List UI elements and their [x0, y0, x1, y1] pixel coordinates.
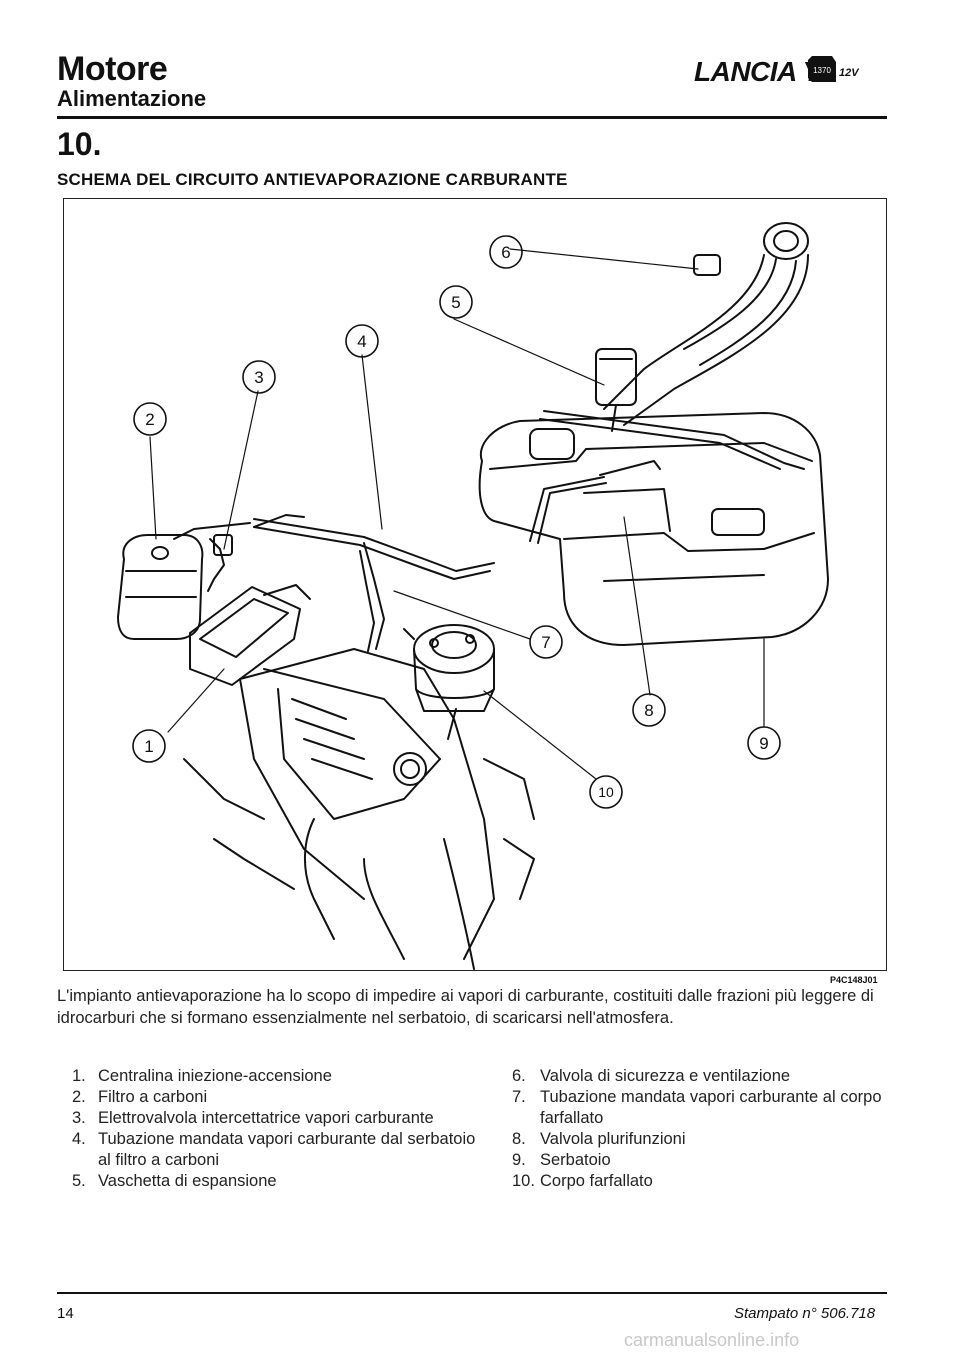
legend-item-number: 7. [512, 1088, 526, 1106]
logo-badge: 1370 [813, 66, 831, 75]
callout-1: 1 [132, 729, 166, 763]
legend-item: 3. Elettrovalvola intercettatrice vapori … [72, 1108, 492, 1129]
svg-text:2: 2 [145, 410, 154, 429]
section-number: 10. [57, 126, 102, 162]
figure-code: P4C148J01 [830, 975, 878, 985]
svg-text:3: 3 [254, 368, 263, 387]
legend-item: 4. Tubazione mandata vapori carburante da… [72, 1129, 492, 1171]
callout-6: 6 [489, 235, 523, 269]
svg-text:4: 4 [357, 332, 366, 351]
legend-item-text: Valvola di sicurezza e ventilazione [540, 1067, 791, 1085]
legend-item-number: 10. [512, 1172, 535, 1190]
callout-8: 8 [632, 693, 666, 727]
legend-item: 10. Corpo farfallato [512, 1171, 892, 1192]
logo-suffix: 12V [839, 67, 860, 79]
legend-item-number: 9. [512, 1151, 526, 1169]
callout-3: 3 [242, 360, 276, 394]
section-title-motore: Motore [57, 50, 168, 88]
page-number: 14 [57, 1305, 74, 1322]
callout-7: 7 [529, 625, 563, 659]
expansion-tank-illustration [595, 348, 637, 432]
legend-item-number: 6. [512, 1067, 526, 1085]
callout-5: 5 [439, 285, 473, 319]
callout-10: 10 [589, 775, 623, 809]
legend-list-right: 6. Valvola di sicurezza e ventilazione 7.… [512, 1066, 892, 1192]
legend-item: 1. Centralina iniezione-accensione [72, 1066, 492, 1087]
legend-item: 9. Serbatoio [512, 1150, 892, 1171]
legend-item-text: Vaschetta di espansione [98, 1172, 277, 1190]
legend-item: 8. Valvola plurifunzioni [512, 1129, 892, 1150]
legend-item-text: Corpo farfallato [540, 1172, 653, 1190]
legend-item-number: 3. [72, 1109, 86, 1127]
watermark: carmanualsonline.info [624, 1330, 800, 1350]
filler-neck-illustration [603, 222, 809, 426]
legend-item: 7. Tubazione mandata vapori carburante al… [512, 1087, 892, 1129]
legend-item-number: 2. [72, 1088, 86, 1106]
control-unit-illustration [189, 584, 311, 686]
legend-item-text: Tubazione mandata vapori carburante al c… [540, 1088, 882, 1127]
diagram-title: SCHEMA DEL CIRCUITO ANTIEVAPORAZIONE CAR… [57, 170, 568, 189]
callout-4: 4 [345, 324, 379, 358]
throttle-body-illustration [403, 624, 495, 740]
svg-text:6: 6 [501, 243, 510, 262]
legend-item-text: Filtro a carboni [98, 1088, 208, 1106]
legend-item-number: 1. [72, 1067, 86, 1085]
engine-block-illustration [183, 648, 535, 970]
svg-text:10: 10 [598, 784, 614, 800]
legend-item-number: 5. [72, 1172, 86, 1190]
vapour-pipes-illustration [253, 410, 805, 652]
intro-paragraph: L'impianto antievaporazione ha lo scopo … [57, 987, 874, 1027]
header-rule [57, 116, 887, 119]
callout-9: 9 [747, 726, 781, 760]
legend-item-number: 8. [512, 1130, 526, 1148]
legend-item-text: Tubazione mandata vapori carburante dal … [98, 1130, 476, 1169]
callout-2: 2 [133, 402, 167, 436]
footer-rule [57, 1292, 887, 1294]
legend-item-text: Centralina iniezione-accensione [98, 1067, 332, 1085]
legend-item: 2. Filtro a carboni [72, 1087, 492, 1108]
svg-text:8: 8 [644, 701, 653, 720]
carbon-filter-illustration [117, 514, 305, 640]
diagram-frame: 1 2 3 4 5 6 7 8 9 10 [63, 198, 887, 971]
leader-lines [149, 248, 765, 780]
svg-text:5: 5 [451, 293, 460, 312]
legend-item-text: Valvola plurifunzioni [540, 1130, 686, 1148]
subsection-title: Alimentazione [57, 86, 207, 111]
evaporative-circuit-diagram: 1 2 3 4 5 6 7 8 9 10 [117, 222, 829, 970]
legend-item-number: 4. [72, 1130, 86, 1148]
legend-item: 6. Valvola di sicurezza e ventilazione [512, 1066, 892, 1087]
legend-list-left: 1. Centralina iniezione-accensione 2. Filt… [72, 1066, 492, 1192]
legend-item-text: Elettrovalvola intercettatrice vapori ca… [98, 1109, 434, 1127]
printed-reference: Stampato n° 506.718 [734, 1305, 876, 1322]
legend-item: 5. Vaschetta di espansione [72, 1171, 492, 1192]
fuel-tank-illustration [478, 412, 829, 646]
brand-name: LANCIA Y [694, 56, 821, 87]
legend-item-text: Serbatoio [540, 1151, 611, 1169]
svg-text:9: 9 [759, 734, 768, 753]
callout-markers: 1 2 3 4 5 6 7 8 9 10 [132, 235, 781, 809]
svg-text:7: 7 [541, 633, 550, 652]
svg-text:1: 1 [144, 737, 153, 756]
engine-logo-icon: 1370 12V [808, 56, 860, 82]
